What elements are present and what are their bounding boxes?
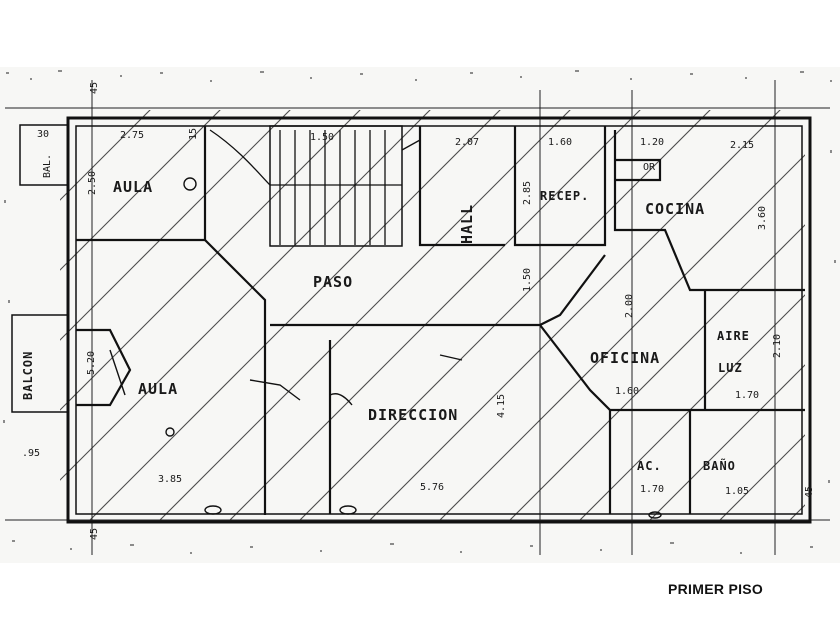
room-label-aula-left: AULA <box>138 380 178 398</box>
room-label-bal: BAL. <box>42 154 53 178</box>
room-label-paso: PASO <box>313 273 353 291</box>
room-label-hall: HALL <box>458 204 476 244</box>
room-label-recep: RECEP. <box>540 189 589 203</box>
diagonal-hatching <box>60 110 805 520</box>
caption-primer-piso: PRIMER PISO <box>668 581 764 597</box>
dim-215: 2.15 <box>730 140 754 151</box>
dim-520: 5.20 <box>86 351 97 375</box>
stair-treads <box>209 129 421 245</box>
dim-210: 2.10 <box>772 334 783 358</box>
dim-120: 1.20 <box>640 137 664 148</box>
dim-285: 2.85 <box>522 181 533 205</box>
room-label-ac: AC. <box>637 459 662 473</box>
room-label-balcon: BALCON <box>21 351 35 400</box>
dim-170: 1.70 <box>735 390 759 401</box>
dim-150v: 1.50 <box>522 268 533 292</box>
dim-415: 4.15 <box>496 394 507 418</box>
dim-105: 1.05 <box>725 486 749 497</box>
dim-360: 3.60 <box>757 206 768 230</box>
dim-385: 3.85 <box>158 474 182 485</box>
dim-015: 15 <box>188 128 199 140</box>
room-labels: AULA PASO HALL RECEP. COCINA AIRE LUZ OF… <box>21 154 750 473</box>
room-label-luz: LUZ <box>718 361 743 375</box>
door-swings <box>109 177 662 519</box>
dim-045a: 45 <box>89 82 100 94</box>
dim-200: 2.00 <box>624 294 635 318</box>
room-label-oficina: OFICINA <box>590 349 660 367</box>
dim-250: 2.50 <box>87 171 98 195</box>
dim-045c: 45 <box>804 486 815 498</box>
room-label-or: OR <box>643 162 656 173</box>
dim-045b: 45 <box>89 528 100 540</box>
interior-walls <box>11 124 805 515</box>
dim-170b: 1.70 <box>640 484 664 495</box>
dim-207: 2.07 <box>455 137 479 148</box>
dimension-labels: 2.75 1.50 2.07 1.60 2.15 1.20 1.60 1.70 … <box>22 82 815 540</box>
dim-160b: 1.60 <box>615 386 639 397</box>
room-label-cocina: COCINA <box>645 200 705 218</box>
room-label-aula-top: AULA <box>113 178 153 196</box>
dim-095: .95 <box>22 448 40 459</box>
room-label-bano: BAÑO <box>703 458 736 473</box>
grid-axes <box>5 80 830 555</box>
dim-030: 30 <box>37 129 49 140</box>
room-label-direccion: DIRECCION <box>368 406 458 424</box>
dim-275: 2.75 <box>120 130 144 141</box>
room-label-aire: AIRE <box>717 329 750 343</box>
dim-150: 1.50 <box>310 132 334 143</box>
dim-576: 5.76 <box>420 482 444 493</box>
dim-160: 1.60 <box>548 137 572 148</box>
scan-noise <box>3 70 836 554</box>
